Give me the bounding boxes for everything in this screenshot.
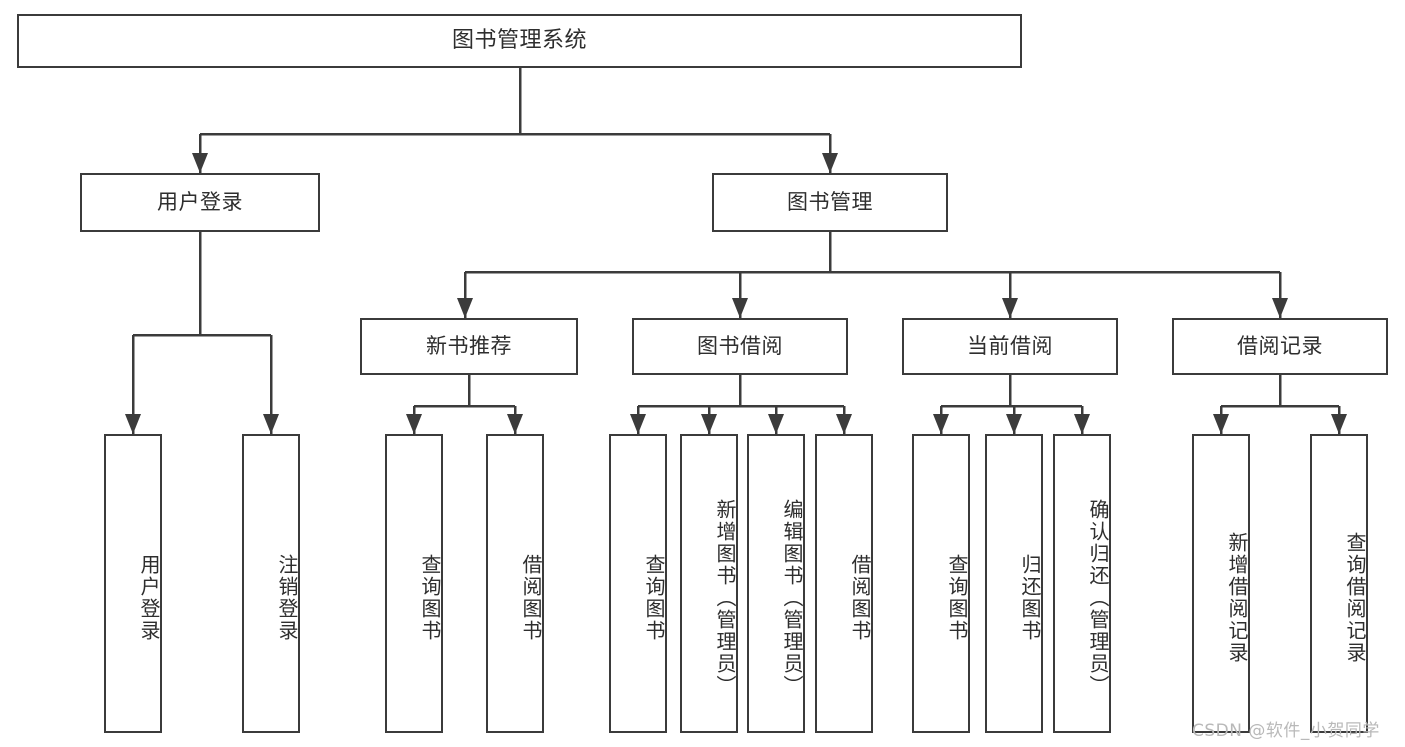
node-label-root: 图书管理系统 [451,28,587,54]
node-book-manage[interactable]: 图书管理 [712,173,948,232]
arrow-head-book-manage-to-level3-1 [732,298,748,318]
node-leaf-borrow-book-1[interactable]: 借阅图书 [486,434,544,733]
arrow-head-borrow-record-to-leaves-1 [1331,414,1347,434]
node-leaf-return-book[interactable]: 归还图书 [985,434,1043,733]
node-label-leaf-confirm-return: 确认归还（管理员） [1086,498,1110,697]
node-label-new-book-recommend: 新书推荐 [426,334,512,359]
arrow-head-root-to-level2-0 [192,153,208,173]
node-label-leaf-add-record: 新增借阅记录 [1225,531,1249,664]
arrow-head-borrow-record-to-leaves-0 [1213,414,1229,434]
arrow-head-current-borrow-to-leaves-0 [933,414,949,434]
node-leaf-confirm-return[interactable]: 确认归还（管理员） [1053,434,1111,733]
arrow-head-book-borrow-to-leaves-0 [630,414,646,434]
arrow-head-book-manage-to-level3-3 [1272,298,1288,318]
arrow-head-root-to-level2-1 [822,153,838,173]
node-label-leaf-user-login: 用户登录 [137,553,161,642]
node-label-book-manage: 图书管理 [787,190,873,215]
node-root[interactable]: 图书管理系统 [17,14,1022,68]
node-leaf-query-record[interactable]: 查询借阅记录 [1310,434,1368,733]
node-label-leaf-return-book: 归还图书 [1018,553,1042,642]
arrow-head-new-book-recommend-to-leaves-1 [507,414,523,434]
arrow-head-user-login-to-leaves-1 [263,414,279,434]
arrow-head-book-borrow-to-leaves-3 [836,414,852,434]
node-leaf-add-record[interactable]: 新增借阅记录 [1192,434,1250,733]
node-label-leaf-borrow-book-1: 借阅图书 [519,553,543,642]
arrow-head-current-borrow-to-leaves-1 [1006,414,1022,434]
node-label-current-borrow: 当前借阅 [967,334,1053,359]
node-label-leaf-borrow-book-2: 借阅图书 [848,553,872,642]
node-book-borrow[interactable]: 图书借阅 [632,318,848,375]
watermark-label: CSDN @软件_小贺同学 [1192,721,1380,741]
node-label-leaf-query-record: 查询借阅记录 [1343,531,1367,664]
node-new-book-recommend[interactable]: 新书推荐 [360,318,578,375]
node-user-login[interactable]: 用户登录 [80,173,320,232]
node-leaf-query-book-1[interactable]: 查询图书 [385,434,443,733]
arrow-head-current-borrow-to-leaves-2 [1074,414,1090,434]
node-label-leaf-query-book-3: 查询图书 [945,553,969,642]
node-label-leaf-edit-book: 编辑图书（管理员） [780,498,804,697]
node-label-borrow-record: 借阅记录 [1237,334,1323,359]
node-leaf-query-book-3[interactable]: 查询图书 [912,434,970,733]
arrow-head-new-book-recommend-to-leaves-0 [406,414,422,434]
node-label-leaf-query-book-2: 查询图书 [642,553,666,642]
node-label-user-login: 用户登录 [157,190,243,215]
node-leaf-edit-book[interactable]: 编辑图书（管理员） [747,434,805,733]
node-label-leaf-logout: 注销登录 [275,553,299,642]
arrow-head-book-borrow-to-leaves-2 [768,414,784,434]
node-label-leaf-query-book-1: 查询图书 [418,553,442,642]
arrow-head-book-manage-to-level3-2 [1002,298,1018,318]
node-leaf-logout[interactable]: 注销登录 [242,434,300,733]
node-leaf-add-book[interactable]: 新增图书（管理员） [680,434,738,733]
arrow-head-book-manage-to-level3-0 [457,298,473,318]
node-leaf-query-book-2[interactable]: 查询图书 [609,434,667,733]
node-label-book-borrow: 图书借阅 [697,334,783,359]
node-borrow-record[interactable]: 借阅记录 [1172,318,1388,375]
node-current-borrow[interactable]: 当前借阅 [902,318,1118,375]
arrow-head-user-login-to-leaves-0 [125,414,141,434]
node-leaf-user-login[interactable]: 用户登录 [104,434,162,733]
arrow-head-book-borrow-to-leaves-1 [701,414,717,434]
node-label-leaf-add-book: 新增图书（管理员） [713,498,737,697]
node-leaf-borrow-book-2[interactable]: 借阅图书 [815,434,873,733]
